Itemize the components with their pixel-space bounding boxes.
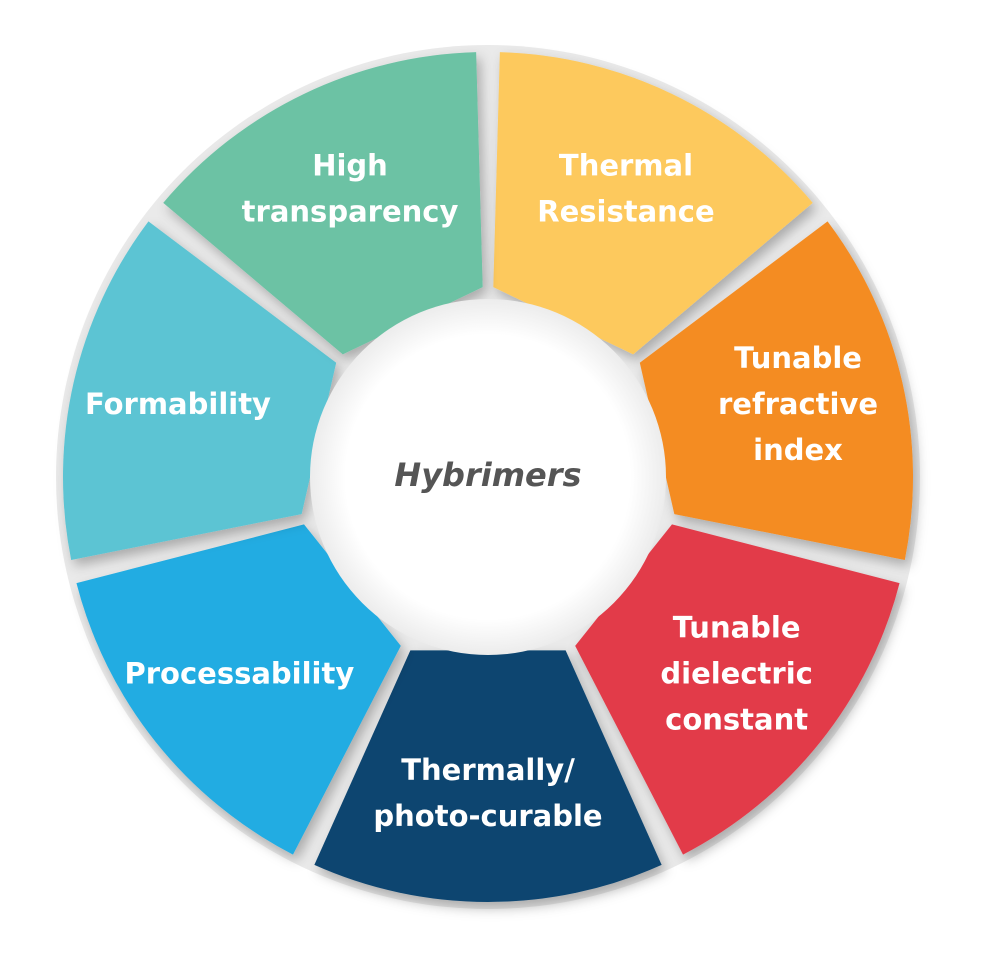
segment-label-high-transparency: High transparency [242, 148, 459, 228]
segment-formability: Formability [62, 221, 337, 560]
segment-label-line: refractive [718, 387, 878, 421]
segment-label-tunable-refractive-index: Tunable refractive index [718, 341, 878, 467]
center-disc [310, 299, 666, 655]
segment-shape-tunable-dielectric-constant [575, 524, 900, 855]
segment-tunable-refractive-index: Tunable refractive index [639, 221, 914, 560]
segment-label-line: Tunable [734, 341, 862, 375]
segment-shape-processability [76, 524, 401, 855]
segment-label-line: Processability [124, 656, 354, 690]
segment-label-line: index [753, 433, 843, 467]
segment-label-line: constant [665, 702, 808, 736]
segment-label-formability: Formability [85, 387, 271, 421]
segment-shape-thermal-resistance [493, 52, 813, 355]
segment-high-transparency: High transparency [163, 52, 483, 355]
segment-label-thermally-photo-curable: Thermally/photo-curable [373, 753, 602, 833]
segment-shape-tunable-refractive-index [639, 221, 914, 560]
segment-label-line: Formability [85, 387, 271, 421]
segment-label-line: dielectric [660, 656, 812, 690]
segment-label-line: High [312, 148, 388, 182]
segment-label-line: photo-curable [373, 799, 602, 833]
segment-label-line: transparency [242, 194, 459, 228]
segment-label-line: Thermal [559, 148, 693, 182]
segment-label-processability: Processability [124, 656, 354, 690]
segment-tunable-dielectric-constant: Tunable dielectric constant [575, 524, 900, 855]
segment-label-line: Thermally/ [401, 753, 575, 787]
segment-label-line: Tunable [673, 610, 801, 644]
segment-shape-formability [62, 221, 337, 560]
center-label: Hybrimers [394, 456, 581, 494]
segment-shape-thermally-photo-curable [314, 650, 662, 902]
segment-label-tunable-dielectric-constant: Tunable dielectric constant [660, 610, 812, 736]
segment-processability: Processability [76, 524, 401, 855]
segment-shape-high-transparency [163, 52, 483, 355]
segment-label-line: Resistance [537, 194, 714, 228]
segment-thermally-photo-curable: Thermally/photo-curable [314, 650, 662, 902]
